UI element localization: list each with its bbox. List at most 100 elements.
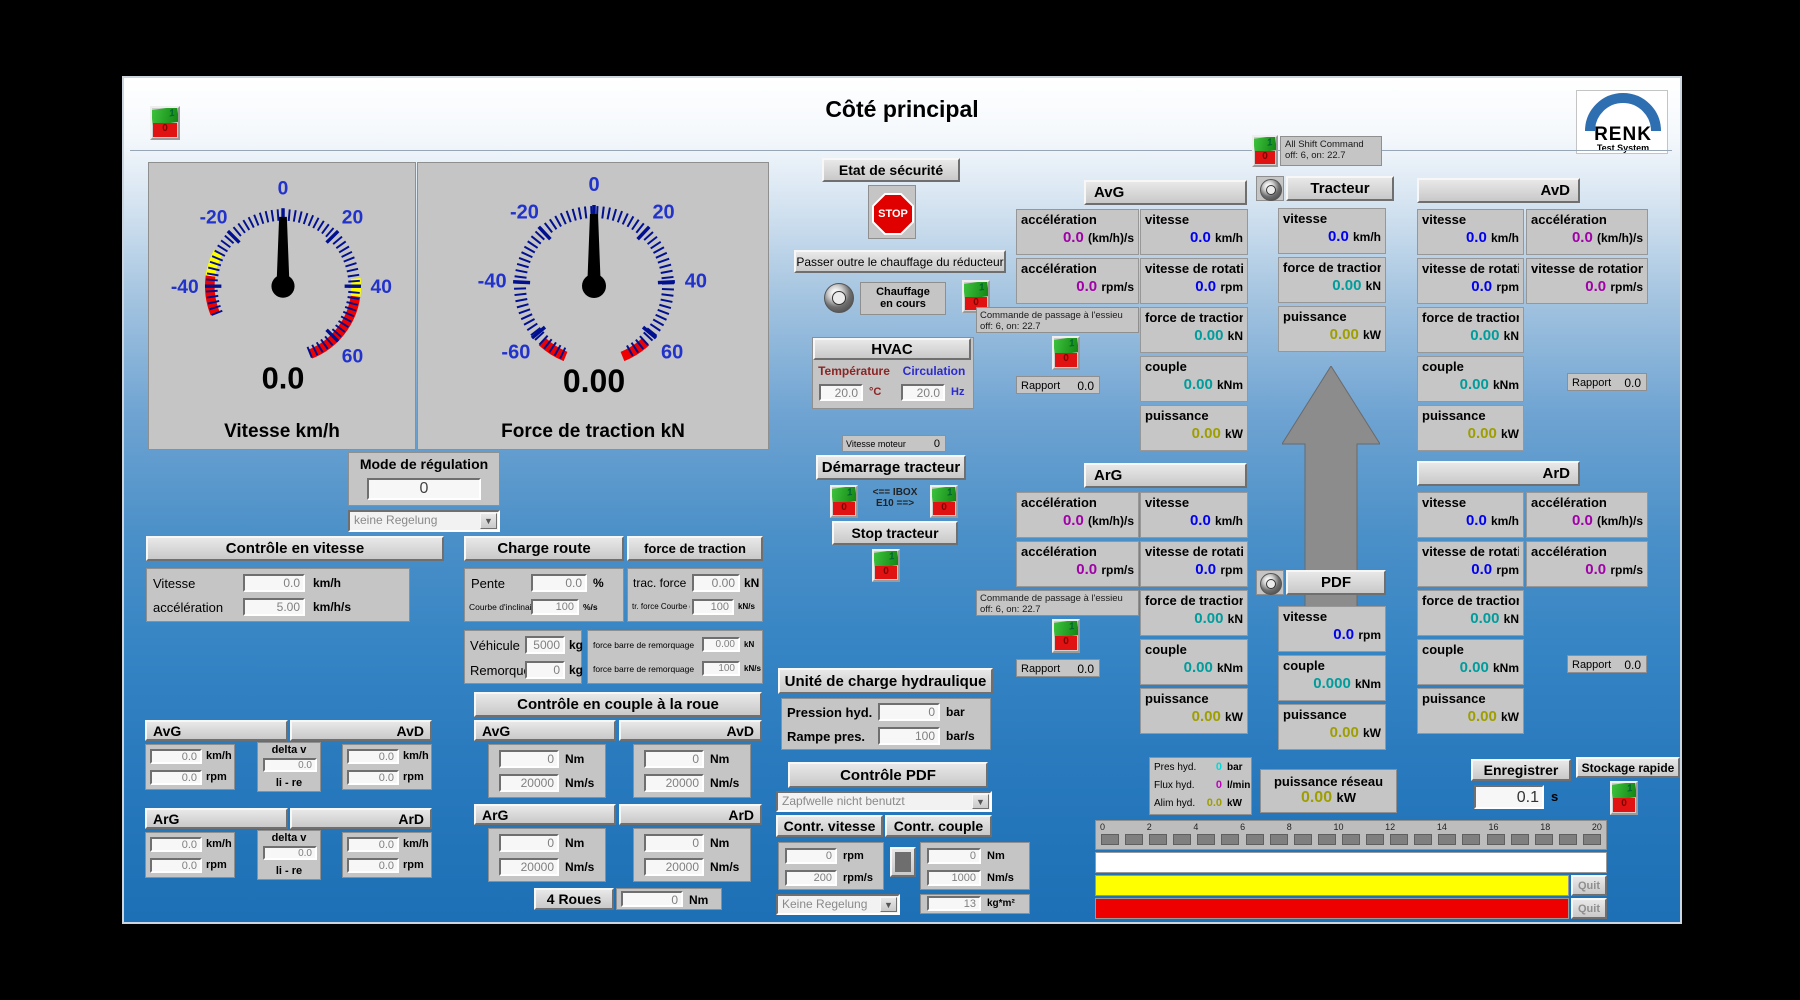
trac-courbe-input[interactable]: 100 <box>692 599 734 615</box>
pres-hyd-label: Pres hyd. <box>1154 762 1197 773</box>
avg-puissance-cell: puissance 0.00 kW <box>1140 405 1248 451</box>
mode-regulation-label: Mode de régulation <box>359 456 489 472</box>
quad-rear-left-body: 0.0 km/h 0.0 rpm <box>145 832 235 878</box>
etat-securite-button[interactable]: Etat de sécurité <box>822 158 960 182</box>
avd-rapport: Rapport 0.0 <box>1567 373 1647 391</box>
temperature-unit: °C <box>869 386 882 398</box>
rapport-value: 0.0 <box>1077 379 1094 393</box>
torque-input[interactable]: 0 <box>644 834 704 852</box>
remorque-input[interactable]: 0 <box>525 661 565 679</box>
scale-box <box>1390 834 1409 845</box>
vehicule-label: Véhicule <box>470 638 520 653</box>
avd-accel2-cell: vitesse de rotation 0.0 rpm/s <box>1526 258 1648 304</box>
barre-rate-label: force barre de remorquage <box>593 664 695 674</box>
torque-unit: Nm <box>710 836 730 850</box>
pression-input[interactable]: 0 <box>878 703 940 721</box>
scale-box <box>1149 834 1168 845</box>
courbe-input[interactable]: 100 <box>531 599 579 615</box>
scale-box <box>1269 834 1288 845</box>
pdf-couple-rate-input[interactable]: 1000 <box>927 870 981 886</box>
rapport-label: Rapport <box>1572 377 1612 389</box>
gauge-needle <box>582 214 606 298</box>
puissance-reseau-panel: puissance réseau 0.00 kW <box>1260 769 1397 813</box>
demarrage-tracteur-button[interactable]: Démarrage tracteur <box>816 455 966 480</box>
quit-alarm-button[interactable]: Quit <box>1571 898 1607 919</box>
zapfwelle-dropdown[interactable]: Zapfwelle nicht benutzt ▼ <box>776 791 992 812</box>
speed-unit: km/h <box>403 838 429 850</box>
scale-box <box>1197 834 1216 845</box>
rapport-value: 0.0 <box>1624 376 1641 390</box>
stop-sign-icon: STOP <box>872 193 914 235</box>
delta-value: 0.0 <box>263 846 317 860</box>
keine-regelung-dropdown[interactable]: Keine Regelung ▼ <box>776 894 900 915</box>
rate-input[interactable]: 20000 <box>499 858 559 876</box>
enregistrer-unit: s <box>1551 789 1559 804</box>
svg-text:0: 0 <box>588 174 599 196</box>
avg-header: AvG <box>1084 180 1247 205</box>
mode-regulation-dropdown[interactable]: keine Regelung ▼ <box>348 510 500 532</box>
trac-force-label: trac. force <box>633 576 687 590</box>
page-title: Côté principal <box>825 96 979 122</box>
quad-rear-right-bar: ArD <box>290 808 432 829</box>
pdf-speed-rate-input[interactable]: 200 <box>785 870 837 886</box>
rate-input[interactable]: 20000 <box>644 774 704 792</box>
flux-hyd-value: 0 <box>1215 779 1222 791</box>
rampe-input[interactable]: 100 <box>878 727 940 745</box>
avg-rotation-cell: vitesse de rotati 0.0 rpm <box>1140 258 1248 304</box>
ard-couple-cell: couple 0.00 kNm <box>1417 639 1524 685</box>
mode-regulation-value[interactable]: 0 <box>367 478 481 500</box>
controle-vitesse-header: Contrôle en vitesse <box>146 536 444 561</box>
enregistrer-input[interactable]: 0.1 <box>1474 785 1544 809</box>
pdf-couple-input[interactable]: 0 <box>927 848 981 864</box>
alim-hyd-label: Alim hyd. <box>1154 798 1196 809</box>
trac-courbe-unit: kN/s <box>738 602 755 611</box>
pdf-speed-input[interactable]: 0 <box>785 848 837 864</box>
chauffage-override-button[interactable]: Passer outre le chauffage du réducteur <box>794 250 1006 273</box>
rate-input[interactable]: 20000 <box>644 858 704 876</box>
avd-accel1-cell: accélération 0.0 (km/h)/s <box>1526 209 1648 255</box>
pdf-couple-body: 0 Nm 1000 Nm/s <box>920 842 1030 890</box>
stop-tracteur-button[interactable]: Stop tracteur <box>832 521 958 545</box>
torque-input[interactable]: 0 <box>499 834 559 852</box>
hvac-header: HVAC <box>813 338 971 360</box>
pdf-inertia-input[interactable]: 13 <box>927 896 981 911</box>
temperature-input[interactable]: 20.0 <box>819 384 863 401</box>
avd-rotation-cell: vitesse de rotati 0.0 rpm <box>1417 258 1524 304</box>
four-roues-input[interactable]: 0 <box>621 891 683 907</box>
barre-rate-input[interactable]: 100 <box>702 661 740 676</box>
quad-rear-delta: delta v 0.0 li - re <box>257 830 321 880</box>
vehicule-input[interactable]: 5000 <box>525 636 565 654</box>
torque-input[interactable]: 0 <box>644 750 704 768</box>
ard-puissance-cell: puissance 0.00 kW <box>1417 688 1524 734</box>
renk-logo: RENK Test System <box>1576 90 1668 154</box>
torque-input[interactable]: 0 <box>499 750 559 768</box>
acceleration-input[interactable]: 5.00 <box>243 598 305 616</box>
rate-input[interactable]: 20000 <box>499 774 559 792</box>
speed-unit: km/h <box>206 838 232 850</box>
delta-label: delta v <box>271 744 307 756</box>
pente-input[interactable]: 0.0 <box>531 574 587 592</box>
chauffage-status-icon <box>824 283 854 313</box>
trac-force-input[interactable]: 0.00 <box>692 574 740 592</box>
couple-ard-body: 0 Nm 20000 Nm/s <box>633 828 751 882</box>
rpm-value: 0.0 <box>150 770 202 785</box>
gauge-value: 0.00 <box>563 363 625 399</box>
quit-warning-button[interactable]: Quit <box>1571 875 1607 896</box>
avd-couple-cell: couple 0.00 kNm <box>1417 356 1524 402</box>
ard-accel2-cell: accélération 0.0 rpm/s <box>1526 541 1648 587</box>
delta-sub: li - re <box>275 777 303 789</box>
avg-rapport: Rapport 0.0 <box>1016 376 1100 394</box>
barre-input[interactable]: 0.00 <box>702 637 740 652</box>
vitesse-input[interactable]: 0.0 <box>243 574 305 592</box>
pdf-mode-square[interactable] <box>890 847 916 877</box>
circulation-input[interactable]: 20.0 <box>901 384 945 401</box>
